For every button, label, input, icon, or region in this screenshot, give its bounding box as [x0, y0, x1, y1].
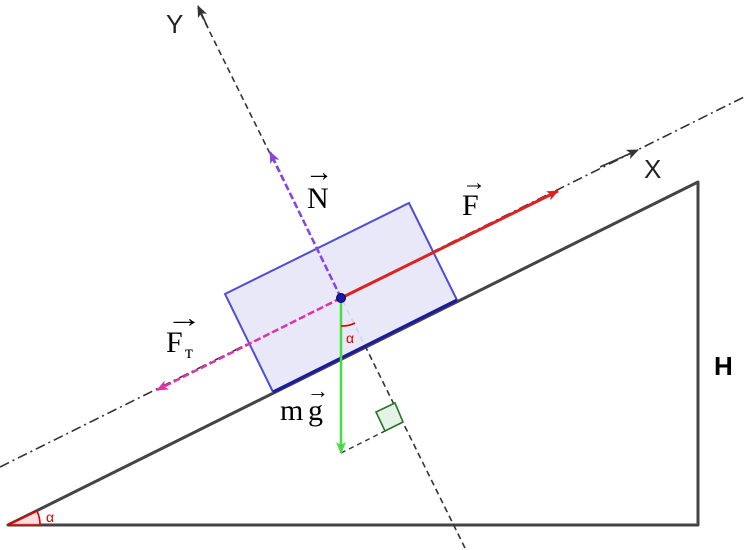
angle-arc-base: [7, 509, 41, 526]
normal-force-vector: [268, 151, 343, 299]
friction-force-vector: [156, 296, 342, 392]
normal-force-label-arrow: →: [305, 157, 333, 188]
gravity-label-mass: m: [280, 394, 303, 427]
angle-label-block: α: [346, 330, 354, 346]
applied-force-label: F: [462, 189, 479, 222]
applied-force-label-arrow: →: [462, 170, 486, 196]
block-center-point: [336, 293, 346, 303]
y-axis-label: Y: [166, 9, 183, 39]
gravity-label-g: g: [308, 394, 323, 427]
y-axis-arrow: [197, 5, 209, 29]
angle-label-base: α: [46, 509, 54, 525]
x-axis-arrow: [599, 149, 639, 168]
applied-force-vector: [340, 189, 559, 300]
normal-force-label: N: [307, 182, 329, 215]
angle-arc-block: [340, 322, 356, 327]
right-angle-marker: [374, 401, 405, 433]
friction-force-subscript: т: [185, 342, 193, 362]
gravity-label-arrow: →: [307, 378, 329, 403]
height-label: H: [714, 351, 733, 381]
friction-force-label-arrow: →: [166, 303, 202, 334]
x-axis-label: X: [644, 154, 661, 184]
friction-force-label: F: [166, 326, 183, 359]
block-base: [272, 298, 458, 394]
